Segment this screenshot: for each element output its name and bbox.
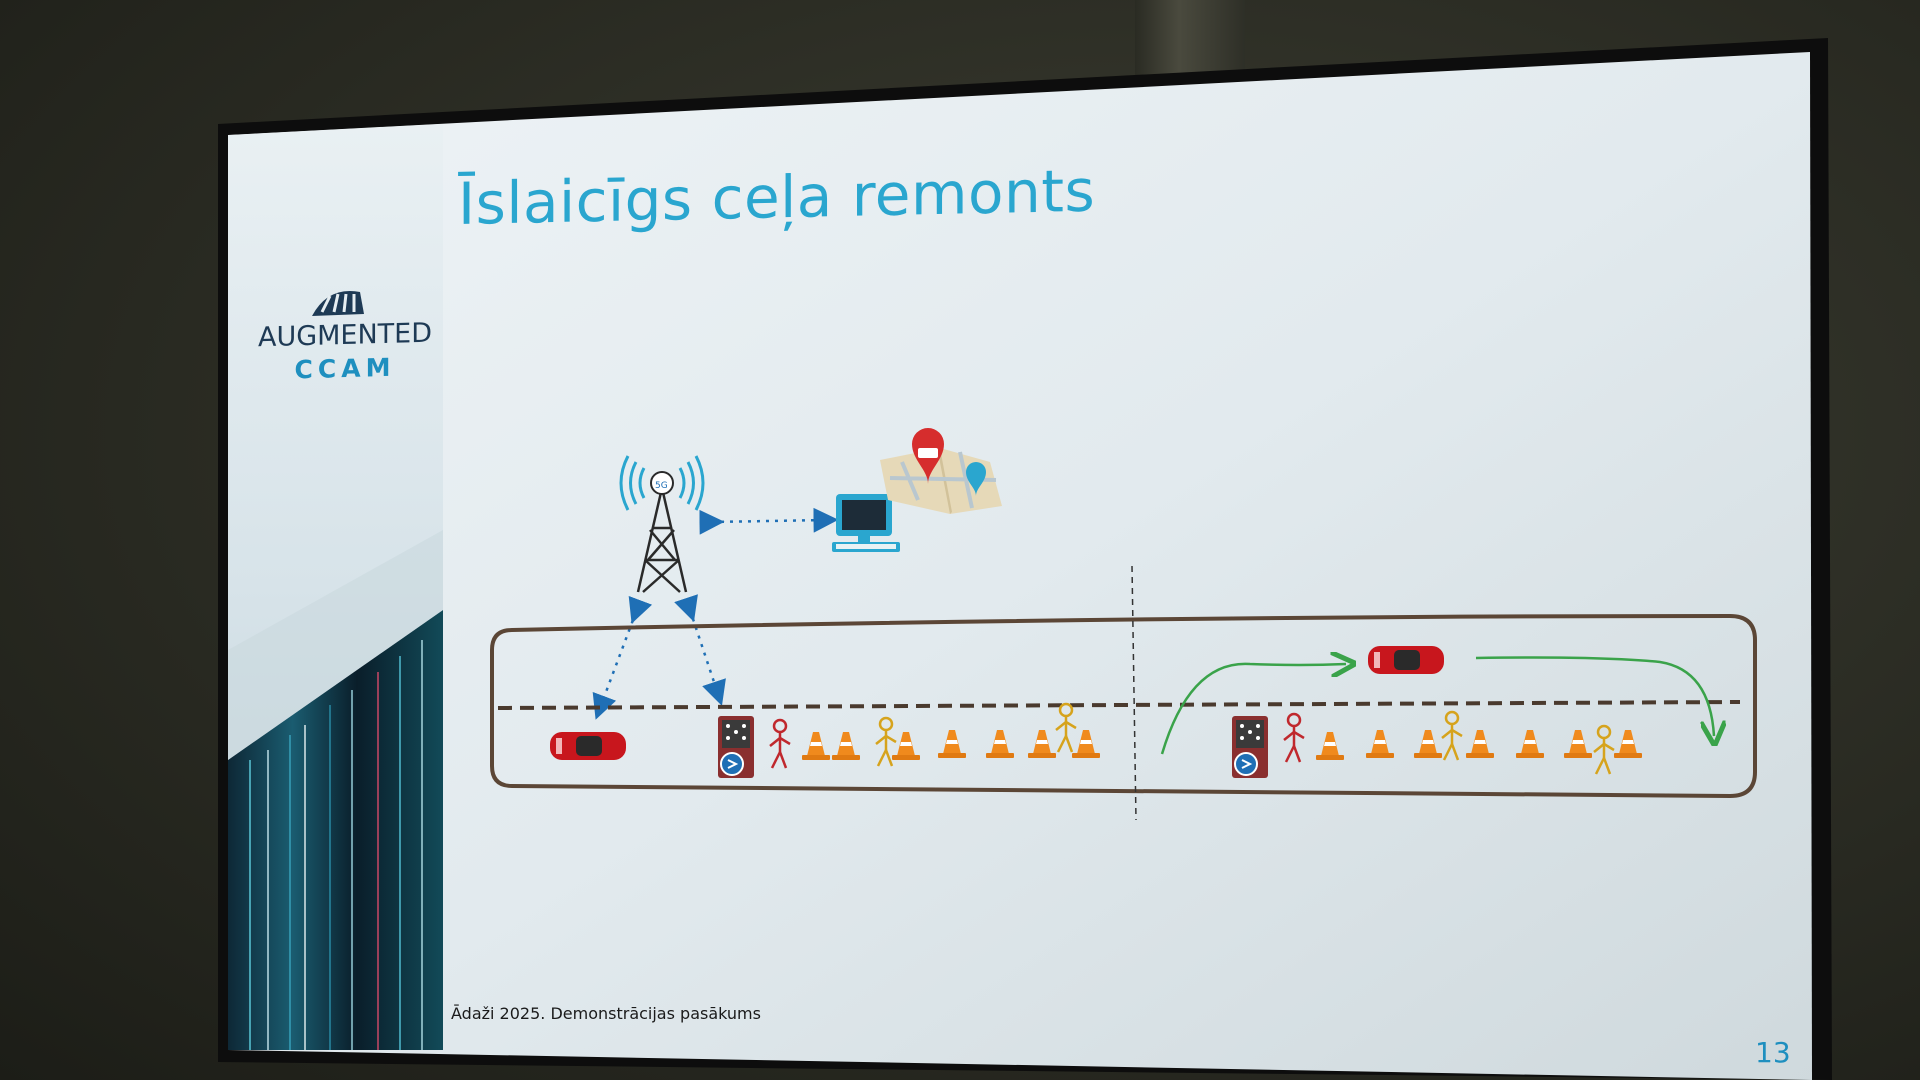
- traffic-cone-icon: [1466, 730, 1494, 758]
- worker-icon: [1054, 702, 1078, 754]
- traffic-cone-icon: [938, 730, 966, 758]
- worker-icon: [1440, 710, 1464, 762]
- map-pin-icon: [880, 428, 1002, 514]
- car-icon: [550, 732, 626, 760]
- traffic-cone-icon: [832, 732, 860, 760]
- traffic-cone-icon: [1516, 730, 1544, 758]
- road-work-trailer-icon: [717, 715, 755, 779]
- detour-arrow: [1160, 664, 1346, 755]
- page-number: 13: [1755, 1036, 1791, 1069]
- road-center-line: [497, 700, 1741, 710]
- worker-icon: [768, 718, 792, 770]
- worker-icon: [1592, 724, 1616, 776]
- detour-arrow: [1475, 656, 1714, 737]
- road-work-trailer-icon: [1231, 715, 1269, 779]
- traffic-cone-icon: [1028, 730, 1056, 758]
- link-arrow: [674, 594, 726, 706]
- worker-icon: [1282, 712, 1306, 764]
- cell-tower-5g-icon: [619, 455, 705, 593]
- traffic-cone-icon: [1614, 730, 1642, 758]
- traffic-cone-icon: [892, 732, 920, 760]
- computer-icon: [832, 494, 900, 552]
- traffic-cone-icon: [1414, 730, 1442, 758]
- traffic-cone-icon: [986, 730, 1014, 758]
- link-arrow: [699, 507, 839, 535]
- augmented-ccam-logo-icon: [312, 291, 364, 316]
- road-outline: [490, 613, 1757, 799]
- traffic-cone-icon: [1072, 730, 1100, 758]
- scene-divider: [1131, 565, 1137, 821]
- slide-footer: Ādaži 2025. Demonstrācijas pasākums: [451, 1004, 761, 1023]
- tower-badge-label: 5G: [655, 481, 668, 491]
- ceiling-post: [1135, 0, 1245, 75]
- traffic-cone-icon: [802, 732, 830, 760]
- traffic-cone-icon: [1564, 730, 1592, 758]
- traffic-cone-icon: [1366, 730, 1394, 758]
- car-icon: [1368, 646, 1444, 674]
- traffic-cone-icon: [1316, 732, 1344, 760]
